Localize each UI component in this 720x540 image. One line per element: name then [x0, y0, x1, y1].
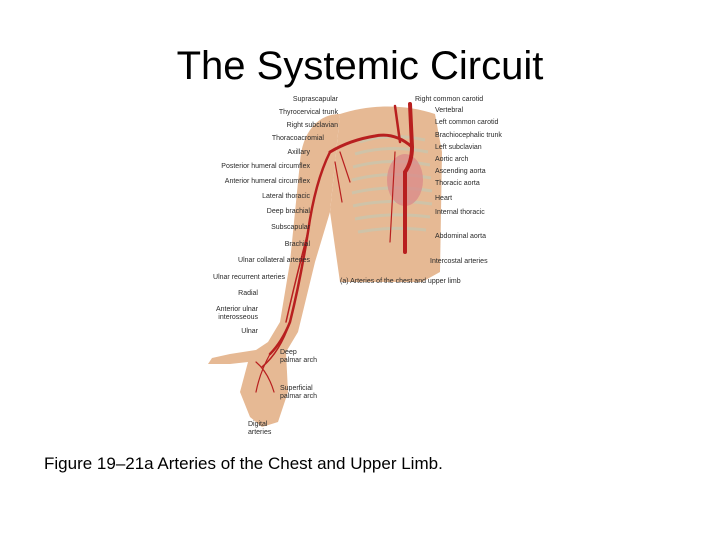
figure-caption: Figure 19‒21a Arteries of the Chest and …: [44, 454, 443, 473]
panel-label: (a) Arteries of the chest and upper limb: [340, 278, 461, 285]
left-label-14: Anterior ulnar interosseous: [215, 306, 258, 321]
hand-label-2: Digital arteries: [248, 421, 272, 436]
right-label-1: Vertebral: [435, 107, 464, 114]
left-label-2: Right subclavian: [286, 122, 338, 129]
left-label-15: Ulnar: [241, 328, 258, 335]
slide-title: The Systemic Circuit: [176, 44, 544, 88]
artery-network: [255, 102, 415, 393]
right-label-5: Aortic arch: [435, 156, 469, 163]
left-label-4: Axillary: [287, 149, 310, 156]
right-label-10: Abdominal aorta: [435, 233, 486, 240]
torso-skin: [330, 106, 442, 282]
right-label-11: Intercostal arteries: [430, 258, 488, 265]
left-label-10: Brachial: [284, 241, 310, 248]
right-label-6: Ascending aorta: [435, 168, 486, 175]
right-label-8: Heart: [435, 195, 453, 202]
right-label-2: Left common carotid: [435, 119, 499, 126]
hand-label-0: Deep palmar arch: [280, 349, 317, 364]
left-label-6: Anterior humeral circumflex: [224, 178, 310, 185]
hand-label-1: Superficial palmar arch: [280, 385, 317, 400]
left-label-9: Subscapular: [271, 224, 310, 231]
right-label-0: Right common carotid: [415, 96, 484, 103]
arm-skin: [208, 114, 340, 427]
left-label-11: Ulnar collateral arteries: [238, 257, 310, 264]
left-label-3: Thoracoacromial: [271, 135, 324, 142]
right-label-9: Internal thoracic: [435, 209, 485, 216]
left-label-0: Suprascapular: [292, 96, 338, 103]
left-label-7: Lateral thoracic: [262, 193, 310, 200]
right-label-3: Brachiocephalic trunk: [435, 132, 502, 139]
left-label-13: Radial: [238, 290, 258, 297]
arteries-diagram: Suprascapular Thyrocervical trunk Right …: [190, 92, 502, 440]
left-label-5: Posterior humeral circumflex: [221, 163, 310, 170]
right-label-7: Thoracic aorta: [435, 180, 480, 187]
left-label-12: Ulnar recurrent arteries: [213, 274, 285, 281]
left-label-1: Thyrocervical trunk: [278, 109, 338, 116]
left-label-8: Deep brachial: [266, 208, 310, 215]
right-label-4: Left subclavian: [435, 144, 482, 151]
arm-chest-illustration: [208, 102, 442, 427]
